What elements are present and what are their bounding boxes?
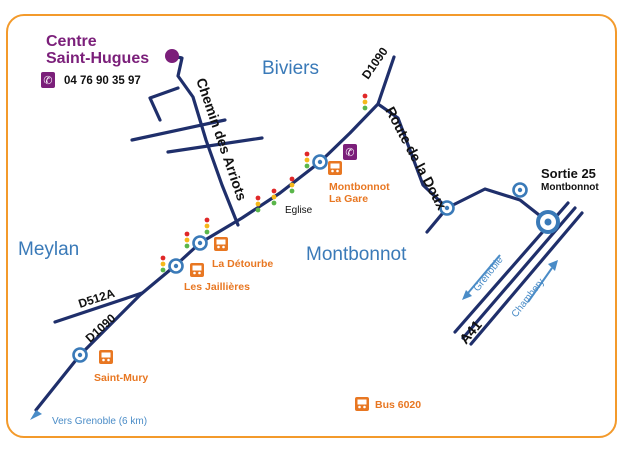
bus-stop-label-detourbe: La Détourbe	[212, 258, 273, 270]
direction-chambery: Chambery	[510, 277, 547, 320]
centre-name-line1: Centre	[46, 33, 97, 50]
road-d512a	[53, 291, 144, 324]
traffic-light-icon	[255, 195, 261, 213]
roundabout-detourbe	[192, 235, 208, 251]
traffic-light-icon	[160, 255, 166, 273]
road-label-doux: Route de la Doux	[382, 104, 450, 213]
roundabout-gare	[312, 154, 328, 170]
centre-saint-hugues-marker	[165, 49, 179, 63]
roundabout-sortie	[512, 182, 528, 198]
road-a41-3	[469, 211, 584, 346]
arrow-chambery	[548, 260, 558, 271]
exit-title: Sortie 25	[541, 166, 596, 181]
place-montbonnot: Montbonnot	[306, 244, 407, 265]
road-chemin-des-arriots	[170, 54, 240, 227]
traffic-light-icon	[184, 231, 190, 249]
svg-text:✆: ✆	[43, 74, 52, 87]
road-label-d1090-bottom: D1090	[83, 311, 119, 345]
arrow-grenoble	[462, 290, 472, 300]
legend-bus-label: Bus 6020	[375, 399, 421, 411]
traffic-light-icon	[289, 176, 295, 194]
road-d1090	[34, 55, 396, 412]
bus-stop-label-jaillieres: Les Jaillières	[184, 281, 250, 293]
direction-grenoble: Grenoble	[472, 254, 506, 294]
place-eglise: Eglise	[285, 205, 313, 216]
traffic-light-icon	[271, 188, 277, 206]
phone-icon-map: ✆	[343, 144, 357, 160]
bus-legend-icon	[355, 397, 369, 411]
bus-stop-icon	[99, 350, 113, 364]
traffic-light-icon	[362, 93, 368, 111]
phone-icon: ✆	[41, 72, 55, 88]
svg-text:✆: ✆	[345, 146, 354, 159]
arrow-vers-grenoble	[30, 410, 42, 420]
bus-stop-label-saint-mury: Saint-Mury	[94, 372, 148, 384]
map-frame	[6, 14, 617, 438]
road-arriots-branch	[148, 86, 180, 122]
roundabout-saint-mury	[72, 347, 88, 363]
arrow-grenoble-line	[467, 254, 501, 294]
road-cross	[130, 118, 227, 142]
place-biviers: Biviers	[262, 58, 319, 79]
place-meylan: Meylan	[18, 239, 79, 260]
centre-phone: 04 76 90 35 97	[64, 75, 141, 87]
roundabout-jaillieres	[168, 258, 184, 274]
traffic-light-icon	[304, 151, 310, 169]
exit-subtitle: Montbonnot	[541, 182, 599, 193]
bus-stop-label-gare-2: La Gare	[329, 193, 368, 205]
roundabout-sortie-25	[536, 210, 560, 234]
bus-stop-icon	[328, 161, 342, 175]
centre-name-line2: Saint-Hugues	[46, 50, 149, 67]
bus-stop-icon	[214, 237, 228, 251]
bus-stop-label-gare-1: Montbonnot	[329, 181, 390, 193]
arrow-chambery-line	[527, 267, 553, 303]
road-cross-east	[166, 136, 264, 154]
direction-vers-grenoble: Vers Grenoble (6 km)	[52, 416, 147, 427]
traffic-light-icon	[204, 217, 210, 235]
road-label-a41: A41	[456, 317, 485, 347]
bus-stop-icon	[190, 263, 204, 277]
